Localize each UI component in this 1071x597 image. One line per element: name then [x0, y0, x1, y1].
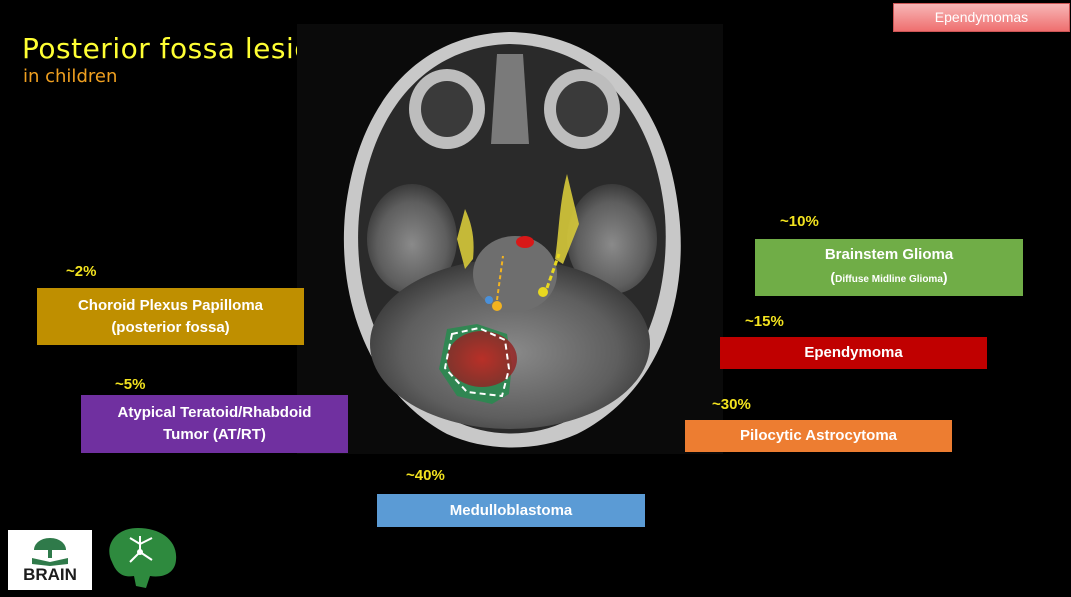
page-title: Posterior fossa lesion: [22, 32, 331, 65]
neuroanatomy-logo: [100, 522, 182, 592]
brainstem-glioma-label: Brainstem Glioma: [824, 246, 954, 263]
choroid-plexus-sublabel: (posterior fossa): [111, 318, 230, 336]
ependymomas-tab-button[interactable]: Ependymomas: [893, 3, 1070, 32]
page-subtitle: in children: [23, 66, 118, 87]
brainstem-glioma-percent: ~10%: [780, 213, 819, 230]
choroid-plexus-percent: ~2%: [66, 263, 97, 280]
medulloblastoma-box: Medulloblastoma: [377, 494, 645, 527]
ependymoma-percent: ~15%: [745, 313, 784, 330]
brain-logo: BRAIN: [8, 530, 92, 590]
ependymoma-label: Ependymoma: [804, 344, 903, 361]
mri-axial-image: [297, 24, 723, 454]
atrt-box: Atypical Teratoid/Rhabdoid Tumor (AT/RT): [81, 395, 348, 453]
brain-logo-text: BRAIN: [23, 565, 77, 584]
atrt-sublabel: Tumor (AT/RT): [163, 426, 266, 443]
pilocytic-label: Pilocytic Astrocytoma: [740, 427, 897, 444]
medulloblastoma-label: Medulloblastoma: [449, 501, 573, 519]
brain-logo-icon: [32, 538, 68, 566]
pilocytic-astrocytoma-box: Pilocytic Astrocytoma: [685, 420, 952, 452]
atrt-percent: ~5%: [115, 376, 146, 393]
choroid-plexus-papilloma-box: Choroid Plexus Papilloma (posterior foss…: [37, 288, 304, 345]
brainstem-glioma-sublabel: (Diffuse Midline Glioma): [830, 269, 948, 285]
atrt-label: Atypical Teratoid/Rhabdoid: [117, 404, 312, 421]
brainstem-glioma-box: Brainstem Glioma (Diffuse Midline Glioma…: [755, 239, 1023, 296]
mri-drawing: [343, 32, 681, 448]
choroid-plexus-label: Choroid Plexus Papilloma: [77, 296, 264, 314]
medulloblastoma-percent: ~40%: [406, 467, 445, 484]
pilocytic-percent: ~30%: [712, 396, 751, 413]
neuron-brain-logo-icon: [109, 528, 177, 588]
ependymoma-box: Ependymoma: [720, 337, 987, 369]
